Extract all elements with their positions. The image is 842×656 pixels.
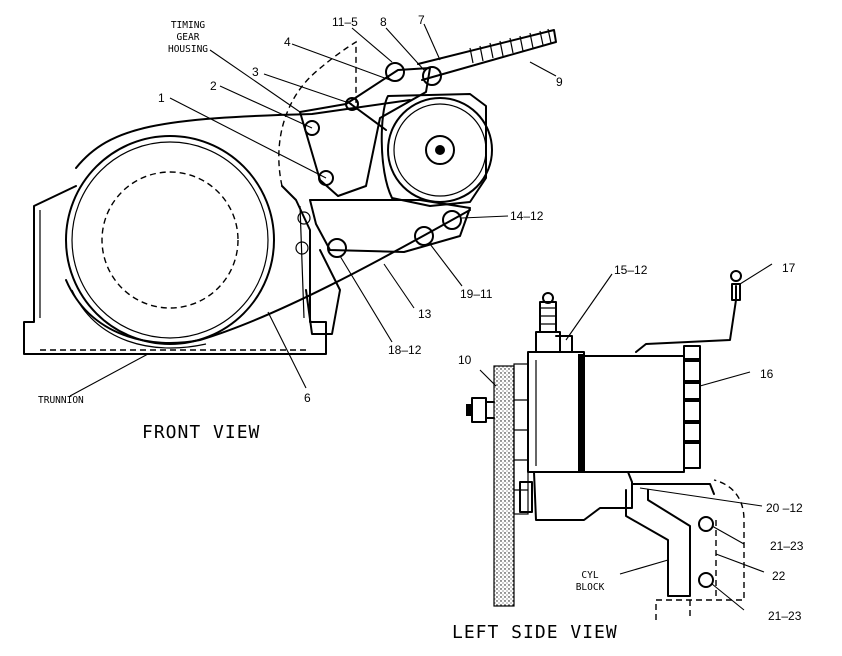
alternator-side — [527, 345, 701, 473]
alternator-front — [380, 93, 493, 207]
callout-10: 10 — [458, 353, 472, 367]
support-bracket — [625, 489, 691, 597]
adjusting-rod — [417, 28, 557, 81]
callout-3: 3 — [252, 65, 259, 79]
note-housing: HOUSING — [168, 44, 208, 55]
note-block: BLOCK — [576, 582, 605, 593]
timing-gear-housing-outline — [278, 40, 357, 187]
lower-bracket — [533, 471, 633, 521]
front-view-title: FRONT VIEW — [142, 422, 260, 443]
bolt-19-11 — [414, 226, 434, 246]
bolt-3 — [345, 97, 359, 111]
side-pulley — [493, 365, 515, 607]
callout-8: 8 — [380, 15, 387, 29]
note-gear: GEAR — [177, 32, 200, 43]
callout-22: 22 — [772, 569, 786, 583]
wire-17 — [635, 285, 737, 353]
callout-13: 13 — [418, 307, 432, 321]
callout-19-11: 19–11 — [460, 287, 493, 301]
bolt-1 — [318, 170, 334, 186]
bolt-11-5 — [385, 62, 405, 82]
callout-9: 9 — [556, 75, 563, 89]
callout-14-12: 14–12 — [510, 209, 544, 223]
callout-16: 16 — [760, 367, 774, 381]
callout-18-12: 18–12 — [388, 343, 422, 357]
left-side-view-title: LEFT SIDE VIEW — [452, 622, 618, 643]
nut-8 — [422, 66, 442, 86]
callout-11-5: 11–5 — [332, 15, 358, 29]
bolt-14-12 — [442, 210, 462, 230]
callout-15-12: 15–12 — [614, 263, 648, 277]
callout-20-12: 20 –12 — [766, 501, 803, 515]
adjusting-bracket — [299, 67, 431, 197]
left-side-view: 10 15–12 17 16 20 –12 21–23 22 21–23 CYL… — [452, 261, 804, 643]
cyl-block-outline — [655, 479, 745, 620]
callout-21-23-lower: 21–23 — [768, 609, 802, 623]
note-cyl: CYL — [581, 570, 598, 581]
engine-front-outline — [23, 185, 327, 355]
callout-7: 7 — [418, 13, 425, 27]
fan-belt — [75, 99, 411, 169]
pulley-nut — [471, 397, 495, 423]
callout-4: 4 — [284, 35, 291, 49]
callout-6: 6 — [304, 391, 311, 405]
callout-2: 2 — [210, 79, 217, 93]
top-bolt — [535, 301, 561, 353]
bolt-21-23-upper — [698, 516, 714, 532]
crankshaft-pulley — [65, 135, 275, 345]
callout-17: 17 — [782, 261, 796, 275]
bolt-18-12 — [327, 238, 347, 258]
callout-21-23-upper: 21–23 — [770, 539, 804, 553]
front-view: TIMING GEAR HOUSING TRUNNION 1 2 3 4 11–… — [23, 13, 563, 443]
callout-1: 1 — [158, 91, 165, 105]
note-trunnion: TRUNNION — [38, 395, 84, 406]
bolt-21-23-lower — [698, 572, 714, 588]
note-timing: TIMING — [171, 20, 206, 31]
bolt-2 — [304, 120, 320, 136]
